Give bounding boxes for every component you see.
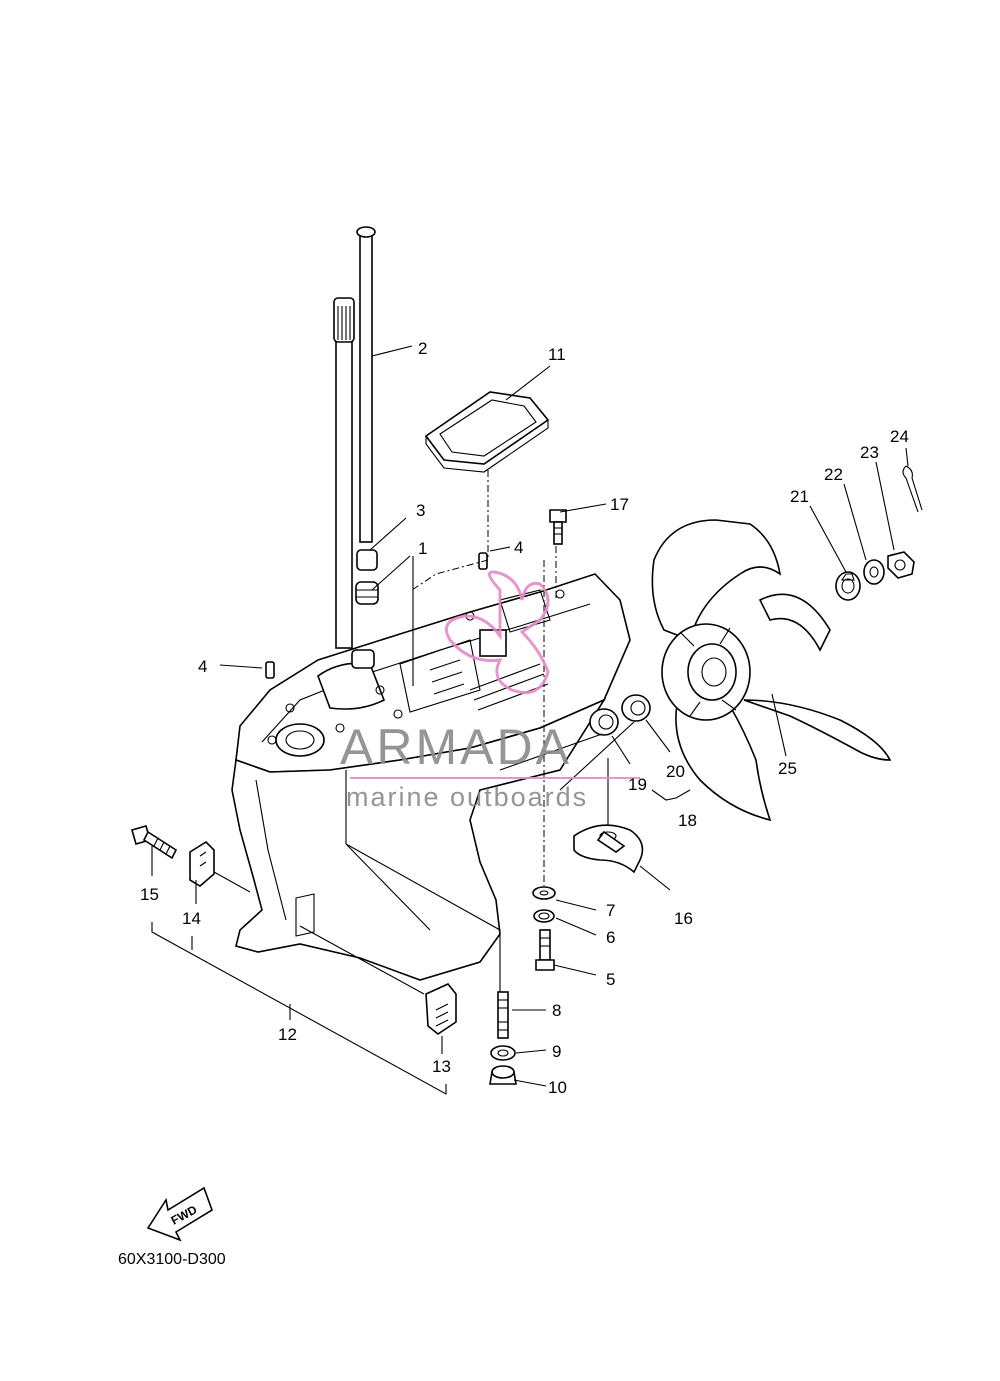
callout-4-left: 4 [198, 657, 207, 676]
washer-plain [532, 886, 556, 900]
callout-6: 6 [606, 928, 615, 947]
shift-rod [356, 226, 376, 543]
watermark-logo-heart [445, 570, 550, 695]
propeller-nut [887, 551, 915, 579]
oil-seal-inner [589, 708, 619, 736]
diagram-reference-code: 60X3100-D300 [118, 1251, 226, 1268]
callout-8: 8 [552, 1001, 561, 1020]
fwd-direction-arrow: FWD [146, 1186, 213, 1242]
bolt-lower [535, 929, 555, 971]
washer-propeller [863, 559, 885, 585]
cotter-pin [902, 465, 923, 513]
callout-3: 3 [416, 501, 425, 520]
callout-24: 24 [890, 427, 909, 446]
callout-labels: 1 2 3 4 4 5 6 7 8 9 10 11 12 13 14 15 16… [140, 339, 909, 1097]
callout-4-right: 4 [514, 538, 523, 557]
callout-9: 9 [552, 1042, 561, 1061]
nut [489, 1065, 517, 1085]
leader-lines [151, 345, 909, 1095]
callout-5: 5 [606, 970, 615, 989]
callout-18: 18 [678, 811, 697, 830]
oil-seal-rubber [355, 581, 379, 605]
grommet [189, 840, 215, 887]
stud-bolt [497, 991, 509, 1039]
dowel-pin-left [265, 661, 275, 679]
callout-20: 20 [666, 762, 685, 781]
callout-19: 19 [628, 775, 647, 794]
watermark-tagline: marine outboards [346, 782, 588, 812]
bushing [356, 549, 378, 571]
washer-stud [490, 1045, 516, 1061]
lower-casing-assembly [231, 573, 631, 981]
callout-13: 13 [432, 1057, 451, 1076]
callout-10: 10 [548, 1078, 567, 1097]
callout-7: 7 [606, 901, 615, 920]
trim-tab-anode [573, 824, 644, 874]
watermark: ARMADA marine outboards [340, 570, 640, 812]
callout-16: 16 [674, 909, 693, 928]
bolt-top [549, 509, 567, 545]
spring-washer [533, 909, 555, 923]
callout-1: 1 [418, 539, 427, 558]
callout-22: 22 [824, 465, 843, 484]
callout-17: 17 [610, 495, 629, 514]
callout-2: 2 [418, 339, 427, 358]
drive-shaft [333, 297, 355, 649]
propeller [651, 519, 892, 822]
oil-seal-outer [621, 694, 651, 722]
callout-12: 12 [278, 1025, 297, 1044]
cover-plate [425, 983, 457, 1035]
callout-15: 15 [140, 885, 159, 904]
callout-11: 11 [548, 345, 566, 364]
callout-21: 21 [790, 487, 809, 506]
bolt-side [131, 825, 178, 860]
watermark-brand: ARMADA [340, 719, 572, 775]
callout-25: 25 [778, 759, 797, 778]
spacer [835, 571, 861, 601]
callout-23: 23 [860, 443, 879, 462]
callout-14: 14 [182, 909, 201, 928]
gasket [424, 391, 550, 473]
